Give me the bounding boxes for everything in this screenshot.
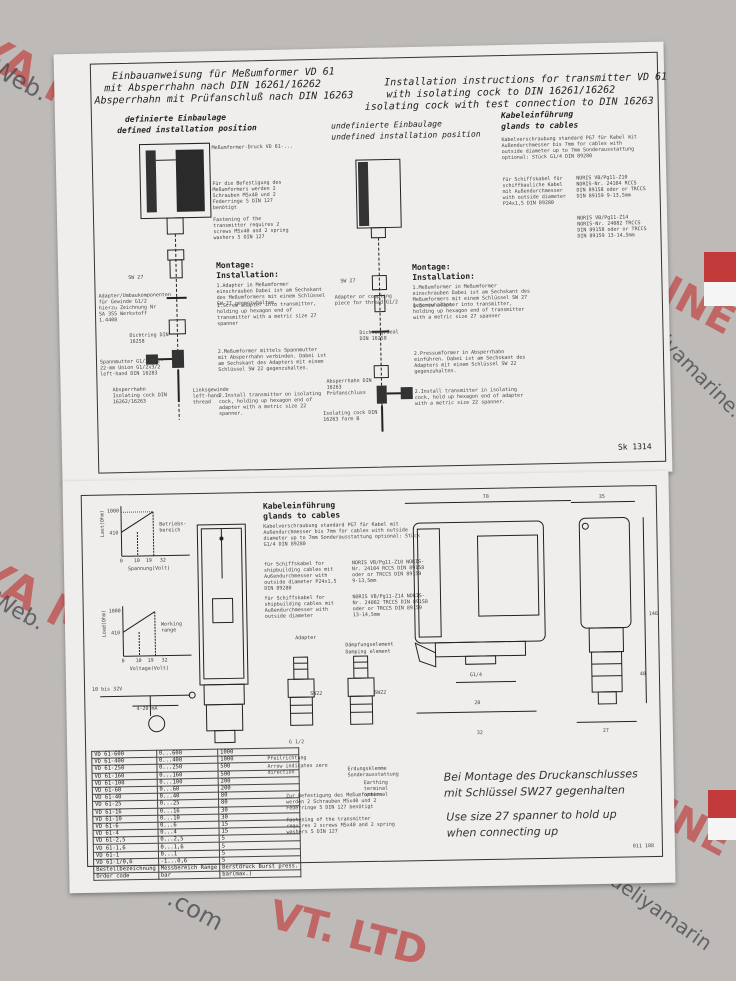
graph2-ymid: 410 (111, 630, 121, 637)
fastening-de: Für die Befestigung des Meßumformers wer… (212, 179, 282, 212)
graph1-annotation: Betriebs-bereich (159, 521, 187, 534)
graph1-xtick-0: 0 (119, 558, 123, 565)
sw22-right: SW22 (374, 689, 387, 696)
g12-label: G 1/2 (288, 739, 305, 746)
wiring-diagram (100, 691, 196, 733)
gland-block-standard: Kabelverschraubung standard PG7 für Kabe… (501, 134, 637, 162)
comp-label-de: Dämpfungselement (345, 641, 394, 649)
step2-de: 2.Meßumformer mittels Spannmutter mit Ab… (217, 346, 327, 374)
gland-block-ship: für Schiffskabel für schiffbauliche Kabe… (502, 175, 566, 208)
table-header-burst-en: bar(max.) (219, 869, 301, 879)
undefined-transmitter-drawing (355, 158, 413, 432)
instruction-sheet-top: Einbauanweisung für Meßumformer VD 61 mi… (53, 41, 673, 485)
loop-current: 4-20 mA (136, 705, 158, 713)
label-adapter-mid: Adapter or coupling piece for thread G1/… (334, 293, 399, 307)
label-lefthand: Linksgewinde left-hand thread (192, 386, 229, 406)
label-isolating-mid: Isolating cock DIN 16263 form B (323, 409, 378, 423)
adapter-drawing (287, 656, 315, 726)
gland-spec-2: NORIS VB/Pg11-Z14 NORIS-Nr. 24082 TRCCS … (577, 214, 647, 240)
graph2-xtick-2: 19 (147, 657, 154, 664)
adapter-label-de: Adapter (295, 634, 317, 642)
step2-en: 2.Install transmitter on isolating cock,… (218, 390, 322, 418)
label-sw27-mid: SW 27 (340, 278, 356, 285)
note-en-line1: Use size 27 spanner to hold up (446, 807, 617, 824)
defined-transmitter-drawing (138, 142, 212, 420)
dim-35: 35 (598, 493, 605, 500)
fastening-en-bottom: Fastening of the transmitter requires 2 … (286, 815, 395, 836)
step2u-en: 2.Install transmitter in isolating cock,… (414, 386, 524, 407)
dim-g14: G1/4 (469, 672, 482, 679)
cables-de-bottom: Kabeleinführung (262, 500, 336, 511)
step1u-en: 1.Screw adapter into transmitter, holdin… (412, 300, 525, 321)
cable-ship-text: für Schiffskabel for shipbuilding cables… (263, 560, 337, 592)
sw22-left: SW22 (310, 690, 323, 698)
dim-20: 20 (474, 700, 481, 707)
cables-en: glands to cables (501, 120, 579, 132)
montage-en: Installation: (216, 269, 279, 281)
graph1-ytop: 1000 (106, 508, 120, 515)
table-header-range-en: bar (158, 871, 220, 880)
transmitter-side-view (404, 499, 571, 714)
flag-stripe-top (704, 252, 736, 282)
graph2-xtick-0: 0 (121, 658, 125, 665)
graph2-ytop: 1000 (108, 608, 121, 615)
label-sw27-left: SW 27 (128, 274, 144, 281)
graph1-ymid: 410 (109, 530, 119, 537)
step1-en: 1.Screw adapter into transmitter, holdin… (216, 300, 317, 328)
graph2-xlabel: Voltage(Volt) (129, 665, 169, 673)
graph1-xtick-1: 10 (133, 557, 140, 565)
table-header-code-en: Order code (93, 872, 159, 881)
graph2-xtick-1: 10 (135, 657, 142, 665)
dim-32: 32 (476, 730, 483, 737)
dim-146: 146 (648, 610, 658, 618)
montage-de-right: Montage: (412, 262, 451, 272)
damping-element-drawing (347, 655, 375, 725)
earthing-de: Erdungsklemme Sonderausstattung (347, 765, 399, 779)
load-voltage-graph-de (120, 506, 190, 557)
instruction-sheet-bottom: Last(Ohm) 1000 410 Betriebs-bereich 0 10… (62, 470, 676, 894)
dim-78: 78 (482, 493, 489, 500)
graph1-xtick-3: 32 (159, 557, 166, 564)
label-seal-mid: Dichtung/Seal DIN 16258 (359, 329, 399, 343)
graph1-xlabel: Spannung(Volt) (127, 565, 171, 573)
montage-en-right: Installation: (412, 271, 476, 282)
flag-stripe-bottom-white (708, 818, 736, 840)
label-cock-left: Absperrhahn Isolating cock DIN 16262/162… (112, 386, 167, 406)
sheet-code: Sk 1314 (617, 441, 652, 452)
flag-stripe-bottom (708, 790, 736, 818)
label-nut-left: Spannmutter G1/2x3/2-22-mm Union G1/2x3/… (99, 358, 164, 378)
flag-stripe-top-white (704, 282, 736, 306)
fastening-de-bottom: Zur Befestigung des Meßumformers werden … (285, 791, 383, 812)
cable-ship-text-2: für Schiffskabel for shipbuilding cables… (264, 594, 334, 620)
dim-40: 40 (639, 671, 646, 678)
graph2-ylabel: Load(Ohm) (101, 610, 108, 638)
label-seal-left: Dichtring DIN 16258 (129, 332, 169, 345)
fastening-en: Fastening of the transmitter requires 2 … (213, 216, 289, 242)
montage-de: Montage: (215, 260, 255, 271)
graph2-annotation: Working range (160, 621, 183, 634)
graph1-ylabel: Last(Ohm) (99, 510, 106, 538)
watermark-dotcom: .com (162, 884, 228, 937)
graph1-xtick-2: 19 (145, 557, 152, 564)
dim-27: 27 (602, 727, 609, 734)
cables-en-bottom: glands to cables (263, 510, 341, 521)
note-en-line2: when connecting up (446, 824, 559, 840)
watermark-ltd: VT. LTD (264, 892, 432, 976)
transmitter-narrow-view (570, 500, 647, 723)
label-test-cock: Absperrhahn DIN 16263 Prüfanschluss (326, 377, 372, 397)
supply-voltage: 10 bis 32V (92, 686, 123, 693)
transmitter-front-view (196, 523, 249, 744)
step2u-de: 2.Pressumformer in Absperrhahn einführen… (413, 349, 526, 375)
load-voltage-graph-en (122, 606, 192, 657)
label-adapter-left: Adapter/Umbaukomponenten für Gewinde G1/… (98, 292, 171, 324)
drawing-number: 011 188 (632, 843, 655, 850)
gland-spec-1: NORIS VB/Pg11-Z10 NORIS-Nr. 24104 RCCS D… (576, 174, 646, 200)
graph2-xtick-3: 32 (161, 657, 168, 664)
cables-de: Kabeleinführung (500, 109, 574, 121)
